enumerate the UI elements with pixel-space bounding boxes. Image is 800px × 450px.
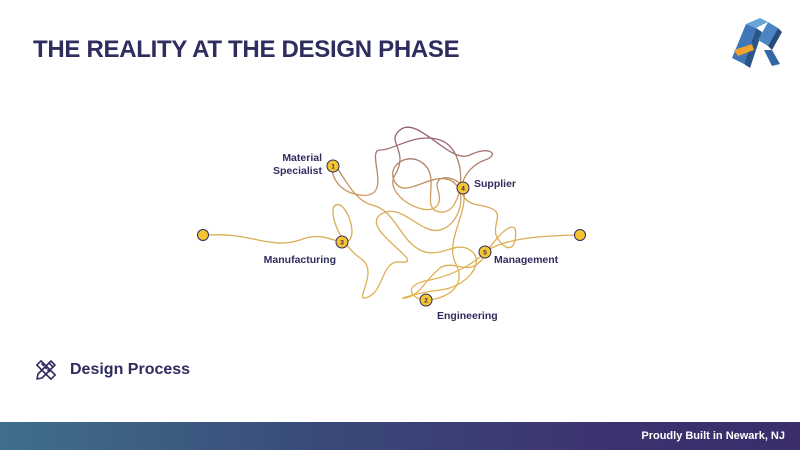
footer-tagline: Proudly Built in Newark, NJ (641, 430, 785, 442)
brand-logo-icon (732, 18, 782, 68)
footer-bar: Proudly Built in Newark, NJ (0, 422, 800, 450)
node-supplier: 4 Supplier (456, 178, 516, 195)
node-label: Engineering (437, 310, 498, 322)
page-title: THE REALITY AT THE DESIGN PHASE (33, 36, 460, 63)
node-label: Material (282, 152, 322, 164)
pencil-ruler-icon (36, 360, 56, 380)
node-label: Specialist (273, 165, 323, 177)
node-number: 1 (331, 164, 335, 171)
node-material-specialist: 1 Material Specialist (273, 152, 340, 177)
node-engineering: 2 Engineering (419, 293, 498, 322)
node-manufacturing: 3 Manufacturing (264, 235, 349, 266)
end-node (574, 229, 586, 241)
node-number: 4 (461, 186, 465, 193)
node-number: 2 (424, 298, 428, 305)
design-process-section: Design Process (34, 358, 190, 382)
node-label: Management (494, 254, 559, 266)
node-number: 3 (340, 240, 344, 247)
design-process-label: Design Process (70, 361, 191, 378)
node-number: 5 (483, 250, 487, 257)
node-management: 5 Management (478, 245, 559, 266)
tangled-process-line (207, 126, 576, 301)
start-node (197, 229, 209, 241)
node-label: Supplier (474, 178, 516, 190)
node-label: Manufacturing (264, 254, 336, 266)
